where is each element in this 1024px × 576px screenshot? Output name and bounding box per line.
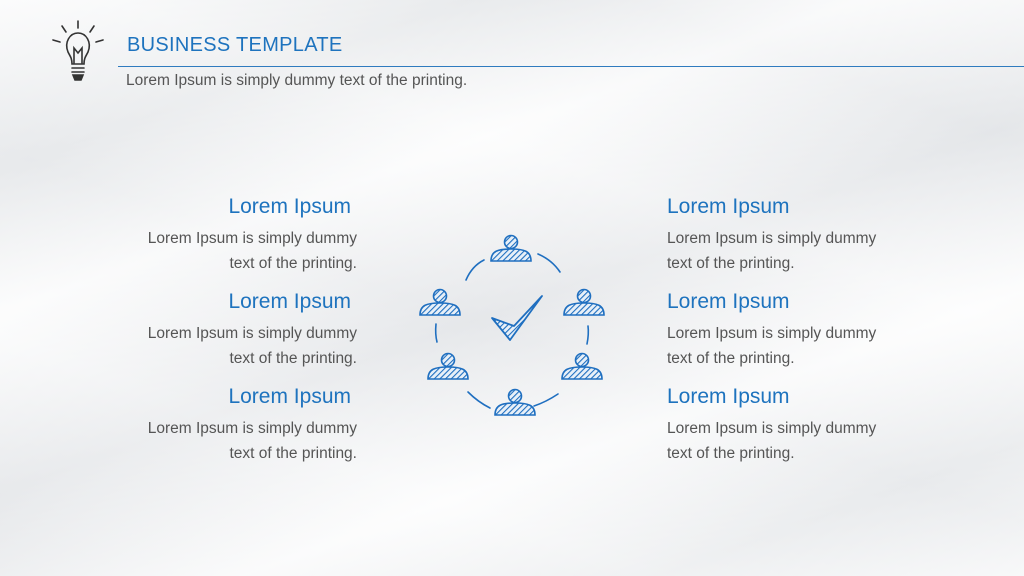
left-item-text: Lorem Ipsum is simply dummy text of the p… <box>97 226 357 276</box>
right-item-3: Lorem Ipsum Lorem Ipsum is simply dummy t… <box>667 382 927 477</box>
right-item-line1: Lorem Ipsum is simply dummy <box>667 420 877 437</box>
team-circle-check-icon <box>419 234 605 416</box>
right-item-line1: Lorem Ipsum is simply dummy <box>667 230 877 247</box>
left-item-line1: Lorem Ipsum is simply dummy <box>147 420 357 437</box>
left-item-text: Lorem Ipsum is simply dummy text of the p… <box>97 321 357 371</box>
left-item-heading: Lorem Ipsum <box>228 290 351 313</box>
left-item-1: Lorem Ipsum Lorem Ipsum is simply dummy t… <box>97 192 357 287</box>
left-item-line1: Lorem Ipsum is simply dummy <box>147 230 357 247</box>
lightbulb-icon <box>52 20 104 81</box>
right-column: Lorem Ipsum Lorem Ipsum is simply dummy t… <box>667 192 927 477</box>
right-item-text: Lorem Ipsum is simply dummy text of the p… <box>667 416 927 466</box>
page-title: BUSINESS TEMPLATE <box>127 34 343 56</box>
right-item-2: Lorem Ipsum Lorem Ipsum is simply dummy t… <box>667 287 927 382</box>
left-item-heading: Lorem Ipsum <box>228 385 351 408</box>
left-item-line2: text of the printing. <box>229 445 357 462</box>
right-item-text: Lorem Ipsum is simply dummy text of the p… <box>667 226 927 276</box>
right-item-line2: text of the printing. <box>667 445 795 462</box>
left-item-line2: text of the printing. <box>229 255 357 272</box>
right-item-line1: Lorem Ipsum is simply dummy <box>667 325 877 342</box>
right-item-1: Lorem Ipsum Lorem Ipsum is simply dummy t… <box>667 192 927 287</box>
right-item-line2: text of the printing. <box>667 350 795 367</box>
left-item-line2: text of the printing. <box>229 350 357 367</box>
page-subtitle: Lorem Ipsum is simply dummy text of the … <box>126 72 468 89</box>
title-divider <box>118 66 1024 67</box>
right-item-line2: text of the printing. <box>667 255 795 272</box>
left-column: Lorem Ipsum Lorem Ipsum is simply dummy t… <box>97 192 357 477</box>
left-item-3: Lorem Ipsum Lorem Ipsum is simply dummy t… <box>97 382 357 477</box>
left-item-text: Lorem Ipsum is simply dummy text of the p… <box>97 416 357 466</box>
right-item-heading: Lorem Ipsum <box>667 195 790 218</box>
right-item-heading: Lorem Ipsum <box>667 290 790 313</box>
left-item-2: Lorem Ipsum Lorem Ipsum is simply dummy t… <box>97 287 357 382</box>
right-item-text: Lorem Ipsum is simply dummy text of the p… <box>667 321 927 371</box>
left-item-heading: Lorem Ipsum <box>228 195 351 218</box>
left-item-line1: Lorem Ipsum is simply dummy <box>147 325 357 342</box>
right-item-heading: Lorem Ipsum <box>667 385 790 408</box>
